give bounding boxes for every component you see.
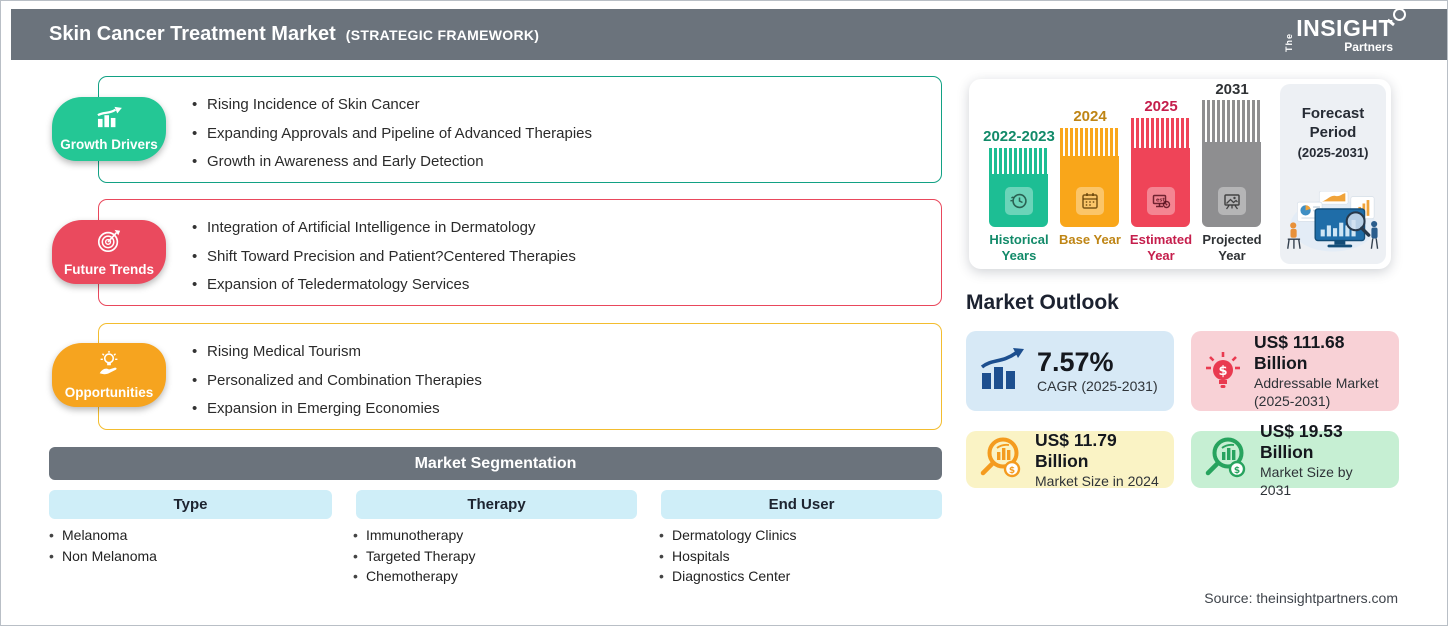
computer-gear-icon: est — [1146, 187, 1175, 215]
source-attribution: Source: theinsightpartners.com — [1204, 590, 1398, 606]
end-user-list: Dermatology Clinics Hospitals Diagnostic… — [659, 525, 796, 587]
list-item: Melanoma — [49, 525, 157, 546]
calendar-icon — [1075, 187, 1104, 215]
list-item: Rising Incidence of Skin Cancer — [192, 91, 921, 120]
bar-caption: Estimated Year — [1129, 232, 1193, 263]
research-timeline-card: 2022-2023 2024 2025 2031 — [969, 79, 1391, 269]
year-label: 2022-2023 — [983, 128, 1055, 145]
svg-text:$: $ — [1218, 364, 1227, 379]
addressable-market-value: US$ 111.68 Billion — [1254, 332, 1345, 373]
list-item: Expansion in Emerging Economies — [192, 395, 921, 424]
opportunities-badge: Opportunities — [52, 343, 166, 407]
future-trends-box: Integration of Artificial Intelligence i… — [98, 199, 942, 306]
svg-text:$: $ — [1234, 466, 1240, 476]
estimated-year-bar: est — [1131, 118, 1190, 227]
market-size-2031-value: US$ 19.53 Billion — [1260, 420, 1343, 462]
logo-insight-text: INSIGHT — [1296, 7, 1406, 40]
hand-lightbulb-icon — [95, 350, 123, 382]
growth-drivers-badge: Growth Drivers — [52, 97, 166, 161]
magnifier-chart-dollar-icon: $ — [978, 436, 1024, 483]
insight-partners-logo: The INSIGHT Partners — [1284, 7, 1406, 54]
market-size-2031-card: $ US$ 19.53 Billion Market Size by 2031 — [1191, 421, 1399, 498]
market-size-2024-value: US$ 11.79 Billion — [1035, 429, 1117, 471]
list-item: Personalized and Combination Therapies — [192, 367, 921, 396]
addressable-market-label: Addressable Market — [1254, 375, 1379, 391]
list-item: Rising Medical Tourism — [192, 338, 921, 367]
list-item: Growth in Awareness and Early Detection — [192, 148, 921, 177]
list-item: Dermatology Clinics — [659, 525, 796, 546]
list-item: Shift Toward Precision and Patient?Cente… — [192, 243, 921, 272]
magnifier-ring-icon — [1393, 7, 1406, 21]
projected-year-bar — [1202, 100, 1261, 227]
forecast-period-panel: Forecast Period (2025-2031) — [1280, 84, 1386, 264]
analysts-dashboard-illustration — [1285, 190, 1381, 258]
forecast-period-range: (2025-2031) — [1297, 145, 1369, 160]
market-outlook-heading: Market Outlook — [966, 291, 1119, 314]
badge-label: Opportunities — [64, 385, 154, 400]
list-item: Chemotherapy — [353, 566, 475, 587]
year-label: 2024 — [1073, 108, 1107, 125]
year-label: 2031 — [1215, 81, 1249, 98]
opportunities-list: Rising Medical Tourism Personalized and … — [99, 324, 941, 424]
market-size-2024-card: $ US$ 11.79 Billion Market Size in 2024 — [966, 429, 1174, 489]
market-size-2031-label: Market Size by 2031 — [1260, 463, 1353, 498]
list-item: Integration of Artificial Intelligence i… — [192, 214, 921, 243]
svg-text:est: est — [1156, 198, 1165, 204]
market-segmentation-bar: Market Segmentation — [49, 447, 942, 480]
market-size-2024-label: Market Size in 2024 — [1035, 472, 1159, 489]
cagr-card: 7.57% CAGR (2025-2031) — [966, 331, 1174, 411]
bar-caption: Historical Years — [989, 232, 1049, 263]
target-dart-icon — [96, 228, 122, 259]
future-trends-list: Integration of Artificial Intelligence i… — [99, 200, 941, 300]
history-clock-icon — [1004, 187, 1033, 215]
bar-caption: Base Year — [1059, 232, 1121, 247]
list-item: Hospitals — [659, 546, 796, 567]
header-bar: Skin Cancer Treatment Market (STRATEGIC … — [11, 7, 1447, 60]
addressable-market-card: $ US$ 111.68 Billion Addressable Market … — [1191, 331, 1399, 411]
badge-label: Future Trends — [63, 261, 154, 277]
list-item: Immunotherapy — [353, 525, 475, 546]
page-title: Skin Cancer Treatment Market — [49, 23, 336, 45]
logo-partners-text: Partners — [1344, 39, 1393, 54]
projection-board-icon — [1217, 187, 1246, 215]
growth-drivers-box: Rising Incidence of Skin Cancer Expandin… — [98, 76, 942, 183]
future-trends-badge: Future Trends — [52, 220, 166, 284]
opportunities-box: Rising Medical Tourism Personalized and … — [98, 323, 942, 430]
year-label: 2025 — [1144, 98, 1178, 115]
list-item: Expanding Approvals and Pipeline of Adva… — [192, 120, 921, 149]
growth-chart-icon — [978, 347, 1026, 396]
badge-label: Growth Drivers — [60, 137, 158, 152]
list-item: Expansion of Teledermatology Services — [192, 271, 921, 300]
list-item: Targeted Therapy — [353, 546, 475, 567]
cagr-value: 7.57% — [1037, 347, 1114, 377]
historical-years-bar — [989, 148, 1048, 227]
list-item: Diagnostics Center — [659, 566, 796, 587]
bar-caption: Projected Year — [1202, 232, 1262, 263]
page-subtitle: (STRATEGIC FRAMEWORK) — [345, 26, 540, 43]
cagr-label: CAGR (2025-2031) — [1037, 378, 1158, 394]
magnifier-chart-dollar-icon: $ — [1203, 436, 1249, 483]
growth-bars-arrow-icon — [94, 106, 124, 134]
logo-the-text: The — [1284, 33, 1295, 53]
segment-header-type: Type — [49, 490, 332, 519]
svg-text:$: $ — [1009, 466, 1015, 476]
therapy-list: Immunotherapy Targeted Therapy Chemother… — [353, 525, 475, 587]
base-year-bar — [1060, 128, 1119, 227]
segment-header-end-user: End User — [661, 490, 942, 519]
growth-drivers-list: Rising Incidence of Skin Cancer Expandin… — [99, 77, 941, 177]
lightbulb-dollar-icon: $ — [1203, 344, 1243, 399]
addressable-market-range: (2025-2031) — [1254, 393, 1331, 409]
segment-header-therapy: Therapy — [356, 490, 637, 519]
forecast-period-title: Forecast Period — [1301, 105, 1365, 141]
list-item: Non Melanoma — [49, 546, 157, 567]
type-list: Melanoma Non Melanoma — [49, 525, 157, 566]
